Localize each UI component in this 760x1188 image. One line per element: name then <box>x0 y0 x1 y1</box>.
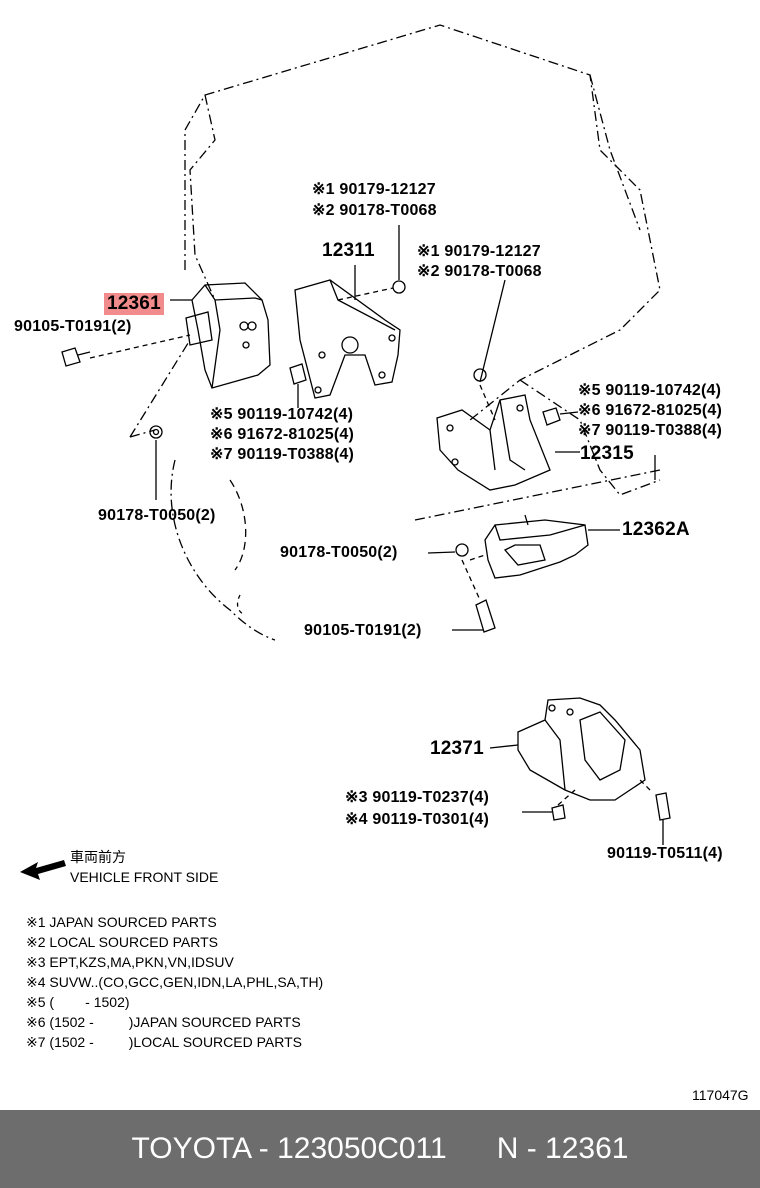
mid-nut-jp-label: ※1 90179-12127 <box>417 243 541 260</box>
lower-right-bolt-label: 90119-T0511(4) <box>607 845 723 862</box>
nut-90178-right <box>455 543 469 557</box>
footer-ref-number: N - 12361 <box>496 1132 629 1165</box>
legend-item: ※2 LOCAL SOURCED PARTS <box>26 934 218 950</box>
part-12315-label: 12315 <box>580 443 634 464</box>
bolt-90119-mid <box>289 363 307 385</box>
bolt-90105-right <box>475 599 496 633</box>
mid-left-bolt-5-label: ※5 90119-10742(4) <box>210 406 354 423</box>
nut-90179-upper <box>392 280 406 294</box>
nut-90178-right-label: 90178-T0050(2) <box>280 544 398 561</box>
footer-part-number: TOYOTA - 123050C011 <box>131 1132 447 1165</box>
legend-item: ※6 (1502 - )JAPAN SOURCED PARTS <box>26 1014 301 1030</box>
engine-mount-12362A <box>484 514 589 579</box>
right-bolt-6-label: ※6 91672-81025(4) <box>578 402 723 419</box>
bolt-90105-right-label: 90105-T0191(2) <box>304 622 422 639</box>
bolt-90105-left-label: 90105-T0191(2) <box>14 318 132 335</box>
legend-item: ※5 ( - 1502) <box>26 994 130 1010</box>
part-12311-label: 12311 <box>322 240 375 261</box>
right-bolt-5-label: ※5 90119-10742(4) <box>578 382 722 399</box>
transmission-mount-12371 <box>517 697 646 801</box>
mid-left-bolt-6-label: ※6 91672-81025(4) <box>210 426 355 443</box>
top-nut-jp-label: ※1 90179-12127 <box>312 181 436 198</box>
legend-item: ※1 JAPAN SOURCED PARTS <box>26 914 217 930</box>
bolt-90119-lower-left <box>551 804 566 821</box>
mid-left-bolt-7-label: ※7 90119-T0388(4) <box>210 446 355 463</box>
part-12361-label: 12361 <box>104 293 164 315</box>
engine-mount-12361 <box>185 282 271 389</box>
bolt-90119-lower-right <box>655 792 671 821</box>
nut-90178-left-label: 90178-T0050(2) <box>98 507 216 524</box>
mid-nut-local-label: ※2 90178-T0068 <box>417 263 542 280</box>
legend-item: ※3 EPT,KZS,MA,PKN,VN,IDSUV <box>26 954 234 970</box>
bracket-12315 <box>436 394 551 491</box>
vehicle-front-jp: 車両前方 <box>70 849 126 865</box>
nut-90179-lower <box>473 368 487 382</box>
footer-bar: TOYOTA - 123050C011 N - 12361 <box>0 1110 760 1188</box>
lower-bolt-4-label: ※4 90119-T0301(4) <box>345 811 490 828</box>
vehicle-front-arrow-icon <box>20 860 66 880</box>
legend-item: ※7 (1502 - )LOCAL SOURCED PARTS <box>26 1034 302 1050</box>
vehicle-front-en: VEHICLE FRONT SIDE <box>70 869 219 885</box>
bolt-90105-left <box>61 347 91 367</box>
footer-spacer <box>447 1132 497 1166</box>
footnote-legend: ※1 JAPAN SOURCED PARTS ※2 LOCAL SOURCED … <box>26 912 323 1052</box>
part-12371-label: 12371 <box>430 738 484 759</box>
engine-outline <box>184 24 661 421</box>
nut-90178-left <box>149 425 163 439</box>
bolt-90119-right <box>542 407 561 426</box>
right-bolt-7-label: ※7 90119-T0388(4) <box>578 422 723 439</box>
part-12362A-label: 12362A <box>622 519 690 540</box>
lower-bolt-3-label: ※3 90119-T0237(4) <box>345 789 490 806</box>
parts-diagram <box>20 24 671 880</box>
top-nut-local-label: ※2 90178-T0068 <box>312 202 437 219</box>
legend-item: ※4 SUVW..(CO,GCC,GEN,IDN,LA,PHL,SA,TH) <box>26 974 324 990</box>
figure-id: 117047G <box>692 1087 749 1103</box>
